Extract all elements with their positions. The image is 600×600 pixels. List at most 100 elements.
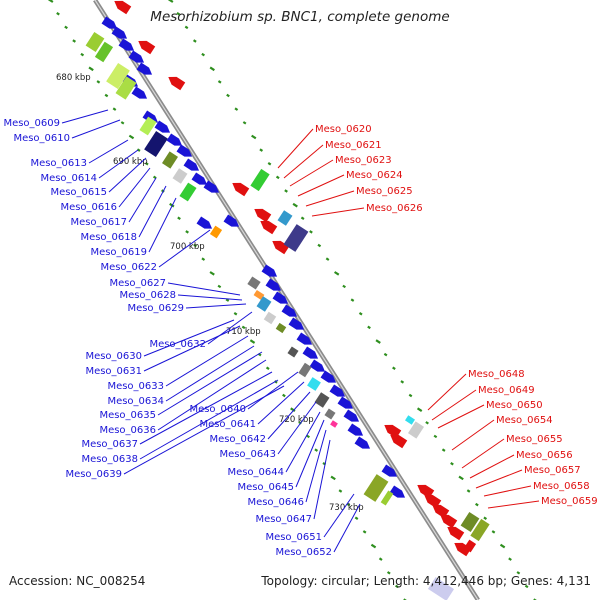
forward-gene-box-11 xyxy=(253,290,265,300)
inner-tick-2 xyxy=(64,25,68,30)
left-gene-label-14: Meso_0630 xyxy=(85,351,142,362)
left-gene-label-2: Meso_0613 xyxy=(30,158,87,169)
left-gene-label-25: Meso_0642 xyxy=(209,434,266,445)
left-gene-label-26: Meso_0643 xyxy=(219,449,276,460)
tick-label-1: 690 kbp xyxy=(113,157,148,167)
reverse-gene-box-7 xyxy=(463,539,477,553)
left-gene-leader-22 xyxy=(123,385,285,475)
forward-gene-box-22 xyxy=(380,490,394,506)
right-gene-label-12: Meso_0657 xyxy=(524,465,581,476)
outer-tick-12 xyxy=(267,161,272,166)
outer-tick-22 xyxy=(350,298,355,302)
inner-tick-5 xyxy=(88,66,94,72)
left-gene-label-20: Meso_0637 xyxy=(81,439,138,450)
outer-tick-11 xyxy=(259,148,264,152)
inner-tick-1 xyxy=(56,11,60,16)
left-gene-leader-10 xyxy=(167,282,241,296)
forward-gene-arrow-29 xyxy=(354,436,371,449)
forward-gene-arrow-26 xyxy=(337,396,354,409)
inner-tick-3 xyxy=(72,39,77,43)
forward-gene-arrow-6 xyxy=(131,86,148,99)
outer-tick-26 xyxy=(383,352,388,357)
reverse-gene-arrow-1 xyxy=(138,40,156,55)
outer-tick-9 xyxy=(242,121,247,125)
left-gene-label-12: Meso_0629 xyxy=(127,303,184,314)
forward-gene-arrow-25 xyxy=(329,384,346,397)
left-gene-label-0: Meso_0609 xyxy=(3,118,60,129)
right-gene-leader-12 xyxy=(475,469,523,489)
outer-tick-37 xyxy=(475,502,479,507)
left-gene-leader-14 xyxy=(143,319,235,357)
reverse-gene-arrow-5 xyxy=(260,220,278,235)
outer-tick-3 xyxy=(192,39,197,43)
forward-gene-arrow-27 xyxy=(343,409,360,422)
right-gene-label-10: Meso_0655 xyxy=(506,434,563,445)
left-gene-leader-15 xyxy=(143,325,241,372)
inner-tick-36 xyxy=(338,489,343,493)
inner-tick-41 xyxy=(378,557,383,561)
forward-gene-box-2 xyxy=(106,62,130,90)
reverse-gene-arrow-4 xyxy=(254,208,272,223)
forward-gene-box-18 xyxy=(314,392,330,408)
left-gene-label-29: Meso_0646 xyxy=(247,497,304,508)
forward-gene-box-20 xyxy=(330,420,338,428)
forward-gene-arrow-14 xyxy=(196,216,213,229)
outer-tick-4 xyxy=(201,52,205,57)
reverse-gene-arrow-12 xyxy=(440,514,458,529)
outer-tick-30 xyxy=(416,407,423,413)
inner-tick-20 xyxy=(209,271,215,276)
forward-gene-arrow-30 xyxy=(381,464,398,477)
reverse-gene-box-2 xyxy=(283,224,309,252)
reverse-gene-arrow-11 xyxy=(432,504,450,519)
forward-gene-arrow-31 xyxy=(389,485,406,498)
forward-gene-arrow-15 xyxy=(223,214,240,227)
left-gene-label-31: Meso_0651 xyxy=(265,532,322,543)
inner-tick-10 xyxy=(128,134,135,140)
tick-label-3: 710 kbp xyxy=(226,327,261,337)
inner-tick-38 xyxy=(354,516,359,521)
topology-label: Topology: circular; Length: 4,412,446 bp… xyxy=(261,574,591,588)
left-gene-label-15: Meso_0631 xyxy=(85,366,142,377)
left-gene-leader-27 xyxy=(285,411,321,473)
reverse-gene-arrow-8 xyxy=(390,434,408,449)
outer-tick-6 xyxy=(217,80,222,84)
left-gene-label-1: Meso_0610 xyxy=(13,133,70,144)
reverse-gene-arrow-7 xyxy=(384,424,402,439)
forward-gene-arrow-19 xyxy=(281,304,298,317)
outer-tick-18 xyxy=(317,243,322,248)
outer-tick-43 xyxy=(524,584,529,589)
left-gene-leader-7 xyxy=(138,185,167,238)
inner-tick-42 xyxy=(386,571,391,575)
outer-tick-7 xyxy=(226,93,230,98)
outer-tick-24 xyxy=(367,325,371,330)
forward-gene-arrow-10 xyxy=(176,144,193,157)
outer-tick-40 xyxy=(499,543,506,549)
left-gene-leader-18 xyxy=(157,351,263,416)
forward-gene-box-3 xyxy=(115,76,137,100)
inner-tick-25 xyxy=(249,339,256,344)
forward-gene-arrow-12 xyxy=(191,172,208,185)
inner-tick-39 xyxy=(362,530,367,534)
partial-gene-box xyxy=(427,577,455,600)
forward-gene-arrow-2 xyxy=(118,38,135,51)
left-gene-leader-2 xyxy=(88,139,129,164)
right-gene-label-2: Meso_0623 xyxy=(335,155,392,166)
inner-tick-4 xyxy=(80,52,85,57)
left-gene-leader-25 xyxy=(267,391,311,440)
inner-tick-27 xyxy=(265,366,270,371)
outer-tick-25 xyxy=(375,339,381,344)
right-gene-label-11: Meso_0656 xyxy=(516,450,573,461)
outer-tick-17 xyxy=(309,230,313,234)
outer-tick-16 xyxy=(300,216,305,221)
inner-tick-35 xyxy=(330,475,336,481)
right-gene-leader-0 xyxy=(277,128,314,169)
forward-gene-box-16 xyxy=(298,362,312,378)
reverse-gene-box-6 xyxy=(470,518,490,542)
reverse-gene-box-3 xyxy=(405,415,415,425)
inner-tick-16 xyxy=(177,216,181,221)
inner-tick-6 xyxy=(96,80,101,84)
left-gene-label-18: Meso_0635 xyxy=(99,410,156,421)
inner-tick-15 xyxy=(169,202,175,208)
left-gene-leader-30 xyxy=(313,439,331,520)
